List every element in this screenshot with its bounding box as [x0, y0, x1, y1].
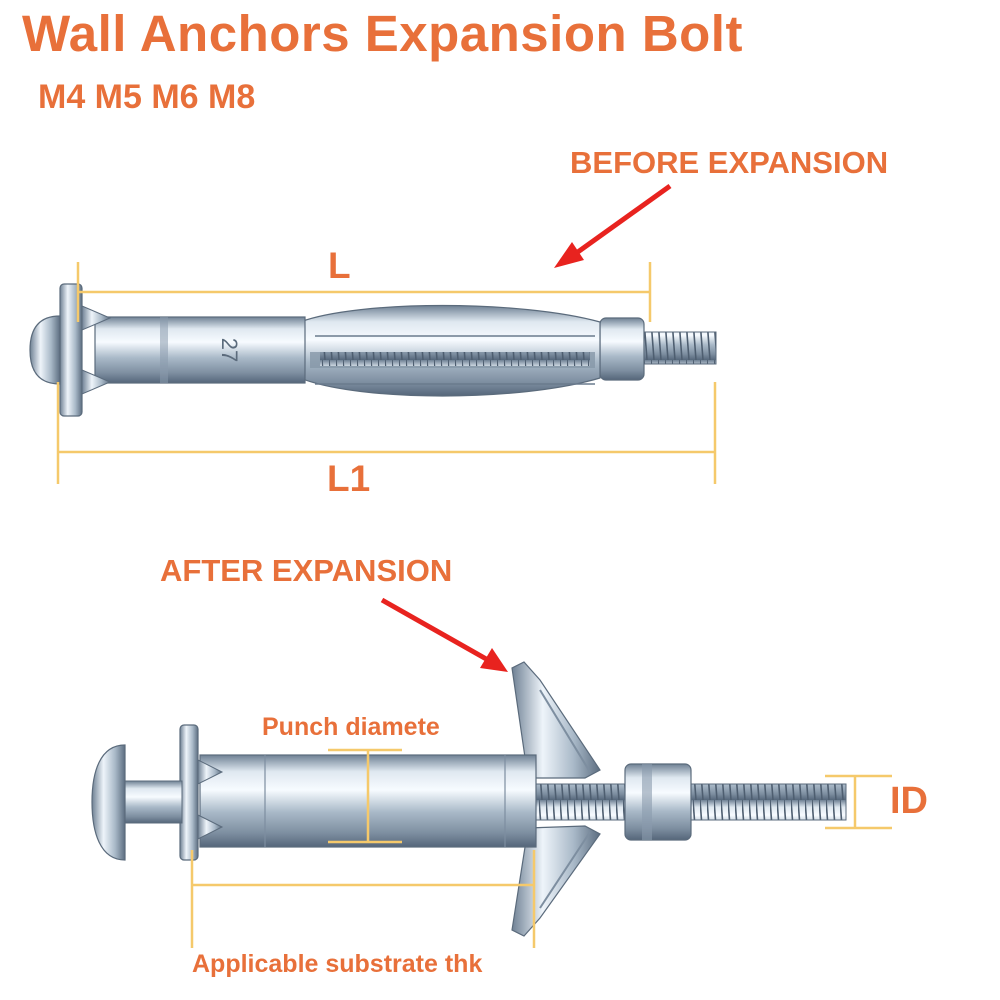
sleeve-end-collar — [599, 317, 645, 381]
expanded-screw-head — [91, 744, 126, 861]
sleeve-body — [94, 316, 306, 384]
before-expansion-label: BEFORE EXPANSION — [570, 145, 889, 180]
total-length-label: L1 — [327, 458, 371, 499]
anchor-before-expansion: 27 — [29, 283, 717, 417]
size-list: M4 M5 M6 M8 — [38, 78, 256, 116]
page-title: Wall Anchors Expansion Bolt — [22, 5, 743, 62]
after-expansion-label: AFTER EXPANSION — [160, 553, 453, 588]
before-arrow-icon — [554, 183, 672, 268]
dimension-lines-before — [56, 262, 717, 484]
sleeve-expansion-zone — [299, 304, 601, 397]
bolt-collar — [624, 763, 692, 841]
length-label: L — [328, 245, 351, 286]
expanded-flange — [179, 724, 199, 861]
dimension-lines-after — [190, 748, 892, 948]
after-arrow-icon — [380, 597, 508, 672]
punch-diameter-label: Punch diamete — [262, 713, 440, 741]
inner-diameter-label: ID — [890, 780, 928, 822]
sleeve-marking: 27 — [217, 338, 242, 362]
bolt-thread-tip — [639, 331, 717, 365]
screw-head — [29, 315, 61, 385]
expanded-leg-top — [511, 661, 601, 779]
anchor-after-expansion — [91, 661, 847, 937]
substrate-thickness-label: Applicable substrate thk — [192, 950, 483, 978]
screw-shank — [119, 780, 183, 824]
